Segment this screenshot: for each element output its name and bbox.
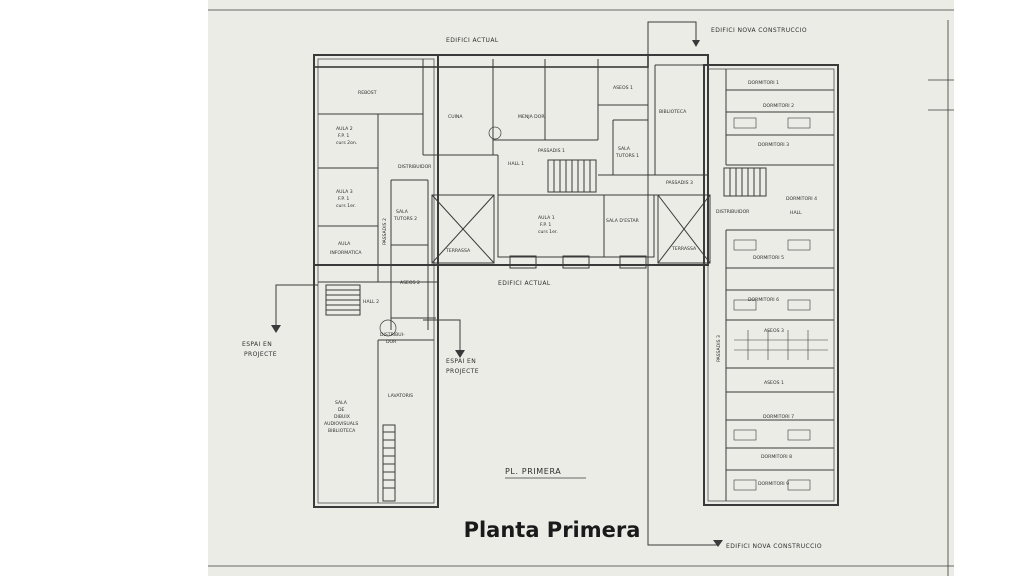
terrace-left [431, 194, 495, 264]
room-aula-2-sub: F.P. 1 [338, 133, 349, 139]
room-aula-1-sub2: curs 1er. [538, 229, 558, 235]
room-sala-dibuix-2: DE [338, 407, 345, 413]
room-passadis-2: PASSADIS 2 [382, 218, 388, 245]
terrace-right [657, 194, 711, 264]
room-aula-2: AULA 2 [336, 126, 353, 132]
room-cuina: CUINA [448, 114, 463, 120]
label-edifici-actual-top: EDIFICI ACTUAL [446, 37, 499, 44]
room-passadis-right: PASSADIS 3 [716, 335, 722, 362]
room-lavatoris: LAVATORIS [388, 393, 413, 399]
arrow-head [713, 540, 723, 547]
arrow-head [692, 40, 700, 47]
room-dormitori-9: DORMITORI 9 [758, 481, 789, 487]
label-espai-left-1: ESPAI EN [242, 341, 272, 348]
room-menjador: MENJA DOR [518, 114, 545, 120]
room-dormitori-4: DORMITORI 4 [786, 196, 817, 202]
room-aula-3-sub2: curs 1er. [336, 203, 356, 209]
room-aula-3: AULA 3 [336, 189, 353, 195]
right-wing-outline [703, 64, 839, 506]
room-dormitori-3: DORMITORI 3 [758, 142, 789, 148]
label-espai-right-1: ESPAI EN [446, 358, 476, 365]
room-passadis-1: PASSADIS 1 [538, 148, 565, 154]
room-asseos-1: ASEOS 1 [613, 85, 633, 91]
room-dormitori-1: DORMITORI 1 [748, 80, 779, 86]
room-distribuidor-2: DISTRIBUI- [380, 332, 405, 338]
room-sala-tutors-2-b: TUTORS 2 [393, 216, 417, 222]
room-sala-tutors-1: SALA [618, 146, 631, 152]
room-sala-dibuix-5: BIBLIOTECA [328, 428, 356, 434]
room-passadis-3: PASSADIS 3 [666, 180, 693, 186]
label-edifici-nova-bottom: EDIFICI NOVA CONSTRUCCIO [726, 543, 822, 550]
room-hall-1: HALL 1 [508, 161, 524, 167]
page-caption: Planta Primera [463, 518, 641, 542]
room-aula-2-sub2: curs 2on. [336, 140, 357, 146]
room-dormitori-5: DORMITORI 5 [753, 255, 784, 261]
room-aula-3-sub: F.P. 1 [338, 196, 349, 202]
label-espai-right-2: PROJECTE [446, 368, 479, 375]
room-rebost: REBOST [358, 90, 377, 96]
arrow-head [271, 325, 281, 333]
label-espai-left-2: PROJECTE [244, 351, 277, 358]
room-dormitori-6: DORMITORI 6 [748, 297, 779, 303]
room-aula-1: AULA 1 [538, 215, 555, 221]
room-dormitori-2: DORMITORI 2 [763, 103, 794, 109]
room-aula-informatica-b: INFORMATICA [330, 250, 362, 256]
room-sala-dibuix: SALA [335, 400, 348, 406]
room-asseos-3: ASEOS 3 [764, 328, 784, 334]
room-sala-estar: SALA D'ESTAR [606, 218, 640, 224]
room-asseos-1-right: ASEOS 1 [764, 380, 784, 386]
room-aula-1-sub: F.P. 1 [540, 222, 551, 228]
room-terrassa-left: TERRASSA [445, 248, 471, 254]
room-sala-dibuix-3: DIBUIX [334, 414, 350, 420]
room-dormitori-8: DORMITORI 8 [761, 454, 792, 460]
room-distribuidor-right: DISTRIBUIDOR [716, 209, 750, 215]
room-sala-tutors-1-b: TUTORS 1 [615, 153, 639, 159]
central-block-outline [313, 54, 709, 266]
room-aula-informatica: AULA [338, 241, 351, 247]
room-hall-2: HALL 2 [363, 299, 379, 305]
label-edifici-actual-mid: EDIFICI ACTUAL [498, 280, 551, 287]
drawing-sheet: EDIFICI ACTUAL EDIFICI NOVA CONSTRUCCIO … [208, 0, 954, 576]
room-asseos-2: ASEOS 2 [400, 280, 420, 286]
room-distribuidor: DISTRIBUIDOR [398, 164, 432, 170]
room-biblioteca: BIBLIOTECA [659, 109, 687, 115]
room-distribuidor-2-b: DOR [386, 339, 397, 345]
room-sala-dibuix-4: AUDIOVISUALS [324, 421, 358, 427]
arrow-head [455, 350, 465, 358]
room-sala-tutors-2: SALA [396, 209, 409, 215]
floor-plan: EDIFICI ACTUAL EDIFICI NOVA CONSTRUCCIO … [208, 9, 954, 576]
leader-line-top [647, 21, 697, 45]
room-dormitori-7: DORMITORI 7 [763, 414, 794, 420]
room-terrassa-right: TERRASSA [671, 246, 697, 252]
room-hall-right: HALL [790, 210, 802, 216]
plan-title: PL. PRIMERA [505, 467, 561, 476]
label-edifici-nova-top: EDIFICI NOVA CONSTRUCCIO [711, 27, 807, 34]
